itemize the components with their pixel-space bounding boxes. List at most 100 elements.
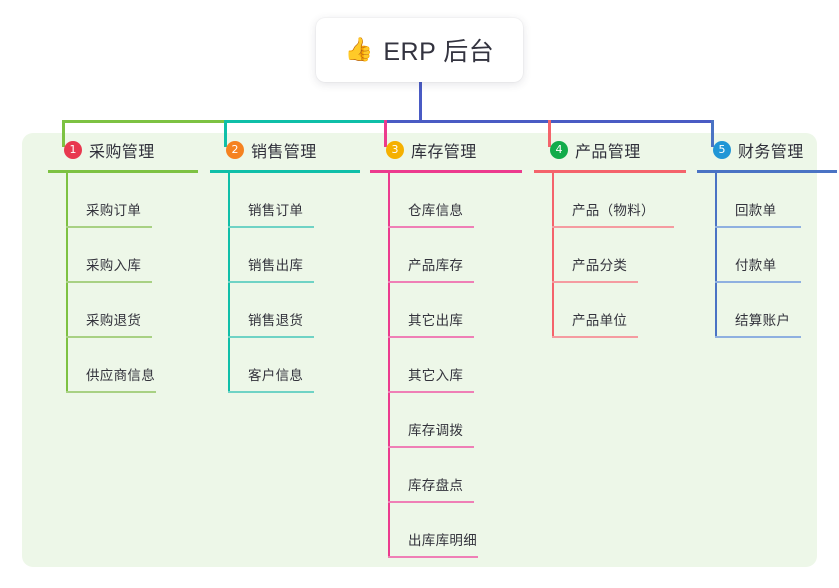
branch-item-underline xyxy=(228,336,314,338)
branch-header-3[interactable]: 3 库存管理 xyxy=(370,133,522,167)
branch-item-underline xyxy=(552,226,674,228)
root-node-content: 👍 ERP 后台 xyxy=(345,32,495,68)
branch-number-badge: 1 xyxy=(64,141,82,159)
branch-item[interactable]: 客户信息 xyxy=(228,338,360,393)
branch-number-badge: 3 xyxy=(386,141,404,159)
branch-item[interactable]: 销售订单 xyxy=(228,173,360,228)
branch-item-underline xyxy=(388,501,474,503)
branch-item[interactable]: 出库库明细 xyxy=(388,503,522,558)
branch-item[interactable]: 产品（物料） xyxy=(552,173,686,228)
branch-item-label: 供应商信息 xyxy=(86,368,155,383)
branch-item[interactable]: 产品单位 xyxy=(552,283,686,338)
branch-item-underline xyxy=(388,336,474,338)
branch-item-label: 出库库明细 xyxy=(408,533,477,548)
branch-underline xyxy=(697,170,837,173)
branch-item[interactable]: 库存调拨 xyxy=(388,393,522,448)
branch-item-label: 库存调拨 xyxy=(408,423,464,438)
branch-drop-line-3 xyxy=(384,120,387,147)
page-title: ERP 后台 xyxy=(383,38,495,66)
branch-drop-line-2 xyxy=(224,120,227,147)
branch-item-label: 产品分类 xyxy=(572,258,628,273)
branch-column-2: 2 销售管理销售订单销售出库销售退货客户信息 xyxy=(210,133,360,393)
branch-item-label: 产品库存 xyxy=(408,258,464,273)
branch-title: 产品管理 xyxy=(575,144,641,161)
branch-item-label: 仓库信息 xyxy=(408,203,464,218)
branch-item[interactable]: 供应商信息 xyxy=(66,338,198,393)
branch-drop-line-4 xyxy=(548,120,551,147)
branch-item[interactable]: 采购退货 xyxy=(66,283,198,338)
branch-item-underline xyxy=(66,336,152,338)
branch-item[interactable]: 产品库存 xyxy=(388,228,522,283)
branch-items: 采购订单采购入库采购退货供应商信息 xyxy=(48,173,198,393)
branch-item[interactable]: 库存盘点 xyxy=(388,448,522,503)
branch-item[interactable]: 结算账户 xyxy=(715,283,837,338)
branch-item-label: 产品单位 xyxy=(572,313,628,328)
mindmap-panel xyxy=(22,133,817,567)
thumbs-up-icon: 👍 xyxy=(344,36,374,63)
branch-item-underline xyxy=(715,336,801,338)
branch-header-4[interactable]: 4 产品管理 xyxy=(534,133,686,167)
branch-item[interactable]: 回款单 xyxy=(715,173,837,228)
root-node-card[interactable]: 👍 ERP 后台 xyxy=(316,18,523,82)
branch-title: 销售管理 xyxy=(251,144,317,161)
branch-item[interactable]: 仓库信息 xyxy=(388,173,522,228)
branch-item-underline xyxy=(388,226,474,228)
branch-item-label: 结算账户 xyxy=(735,313,791,328)
branch-trunk-line xyxy=(228,173,230,393)
branch-header-5[interactable]: 5 财务管理 xyxy=(697,133,837,167)
branch-drop-line-5 xyxy=(711,120,714,147)
branch-number-badge: 4 xyxy=(550,141,568,159)
branch-item-underline xyxy=(715,226,801,228)
branch-item-underline xyxy=(66,281,152,283)
branch-column-4: 4 产品管理产品（物料） 产品分类产品单位 xyxy=(534,133,686,338)
branch-drop-line-1 xyxy=(62,120,65,147)
branch-items: 回款单付款单结算账户 xyxy=(697,173,837,338)
branch-column-3: 3 库存管理仓库信息产品库存其它出库其它入库库存调拨库存盘点出库库明细 xyxy=(370,133,522,558)
branch-item-label: 库存盘点 xyxy=(408,478,464,493)
branch-item-underline xyxy=(66,391,156,393)
branch-items: 销售订单销售出库销售退货客户信息 xyxy=(210,173,360,393)
branch-item-underline xyxy=(228,391,314,393)
branch-item[interactable]: 销售退货 xyxy=(228,283,360,338)
branch-item-label: 产品（物料） xyxy=(572,203,655,218)
branch-title: 财务管理 xyxy=(738,144,804,161)
branch-item-underline xyxy=(552,336,638,338)
branch-item[interactable]: 产品分类 xyxy=(552,228,686,283)
branch-item[interactable]: 采购入库 xyxy=(66,228,198,283)
branch-number-badge: 2 xyxy=(226,141,244,159)
branch-item[interactable]: 其它出库 xyxy=(388,283,522,338)
bus-segment-1 xyxy=(62,120,224,123)
branch-title: 库存管理 xyxy=(411,144,477,161)
branch-item[interactable]: 销售出库 xyxy=(228,228,360,283)
branch-underline xyxy=(370,170,522,173)
branch-number-badge: 5 xyxy=(713,141,731,159)
branch-underline xyxy=(48,170,198,173)
branch-item-label: 其它入库 xyxy=(408,368,464,383)
branch-trunk-line xyxy=(388,173,390,558)
branch-items: 产品（物料） 产品分类产品单位 xyxy=(534,173,686,338)
branch-item[interactable]: 采购订单 xyxy=(66,173,198,228)
branch-item-underline xyxy=(388,281,474,283)
branch-item-underline xyxy=(228,226,314,228)
branch-trunk-line xyxy=(715,173,717,338)
branch-item-underline xyxy=(228,281,314,283)
branch-item-underline xyxy=(388,556,478,558)
branch-item-label: 销售退货 xyxy=(248,313,304,328)
branch-underline xyxy=(534,170,686,173)
branch-item-underline xyxy=(388,446,474,448)
branch-item[interactable]: 其它入库 xyxy=(388,338,522,393)
branch-item-underline xyxy=(388,391,474,393)
branch-column-5: 5 财务管理回款单付款单结算账户 xyxy=(697,133,837,338)
branch-item-underline xyxy=(552,281,638,283)
branch-item-label: 付款单 xyxy=(735,258,777,273)
branch-header-2[interactable]: 2 销售管理 xyxy=(210,133,360,167)
branch-underline xyxy=(210,170,360,173)
branch-item-underline xyxy=(66,226,152,228)
branch-item-label: 采购退货 xyxy=(86,313,142,328)
branch-item[interactable]: 付款单 xyxy=(715,228,837,283)
branch-item-label: 销售订单 xyxy=(248,203,304,218)
branch-item-label: 销售出库 xyxy=(248,258,304,273)
branch-items: 仓库信息产品库存其它出库其它入库库存调拨库存盘点出库库明细 xyxy=(370,173,522,558)
